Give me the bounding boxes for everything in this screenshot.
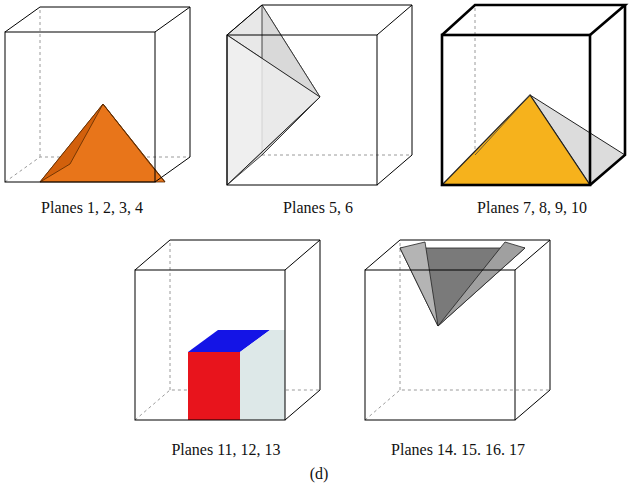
plane-caption: Planes 7, 8, 9, 10 — [477, 198, 587, 217]
cube-five — [365, 240, 550, 420]
figure-caption: (d) — [310, 464, 329, 483]
cube-three — [442, 5, 625, 185]
plane-caption: Planes 1, 2, 3, 4 — [41, 198, 143, 217]
plane-caption: Planes 14. 15. 16. 17 — [391, 440, 525, 459]
plane-caption: Planes 5, 6 — [283, 198, 353, 217]
cube-one — [5, 7, 190, 182]
plane-caption: Planes 11, 12, 13 — [171, 440, 280, 459]
cube-four — [135, 240, 320, 420]
cube-two — [227, 5, 412, 185]
